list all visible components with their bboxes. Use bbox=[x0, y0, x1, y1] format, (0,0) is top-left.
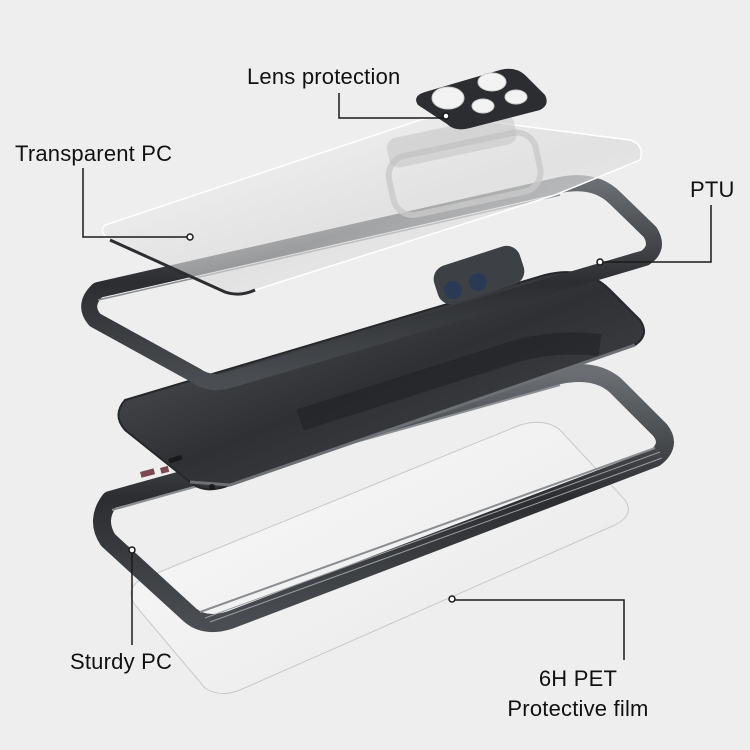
callout-pet-film: 6H PET Protective film bbox=[498, 664, 658, 724]
leader-pet bbox=[453, 599, 625, 660]
callout-pet-film-line1: 6H PET bbox=[538, 666, 618, 691]
callout-transparent-pc: Transparent PC bbox=[15, 141, 173, 166]
callout-ptu: PTU bbox=[690, 177, 735, 202]
ptu-frame bbox=[81, 175, 662, 391]
leader-lines bbox=[82, 93, 712, 660]
leader-lens bbox=[338, 93, 445, 119]
callout-lens-protection: Lens protection bbox=[247, 64, 401, 89]
leader-ptu bbox=[600, 205, 712, 263]
callout-pet-film-line2: Protective film bbox=[507, 696, 649, 721]
leader-transparent bbox=[82, 168, 190, 238]
callout-sturdy-pc: Sturdy PC bbox=[70, 649, 173, 674]
transparent-pc-panel bbox=[101, 114, 642, 296]
